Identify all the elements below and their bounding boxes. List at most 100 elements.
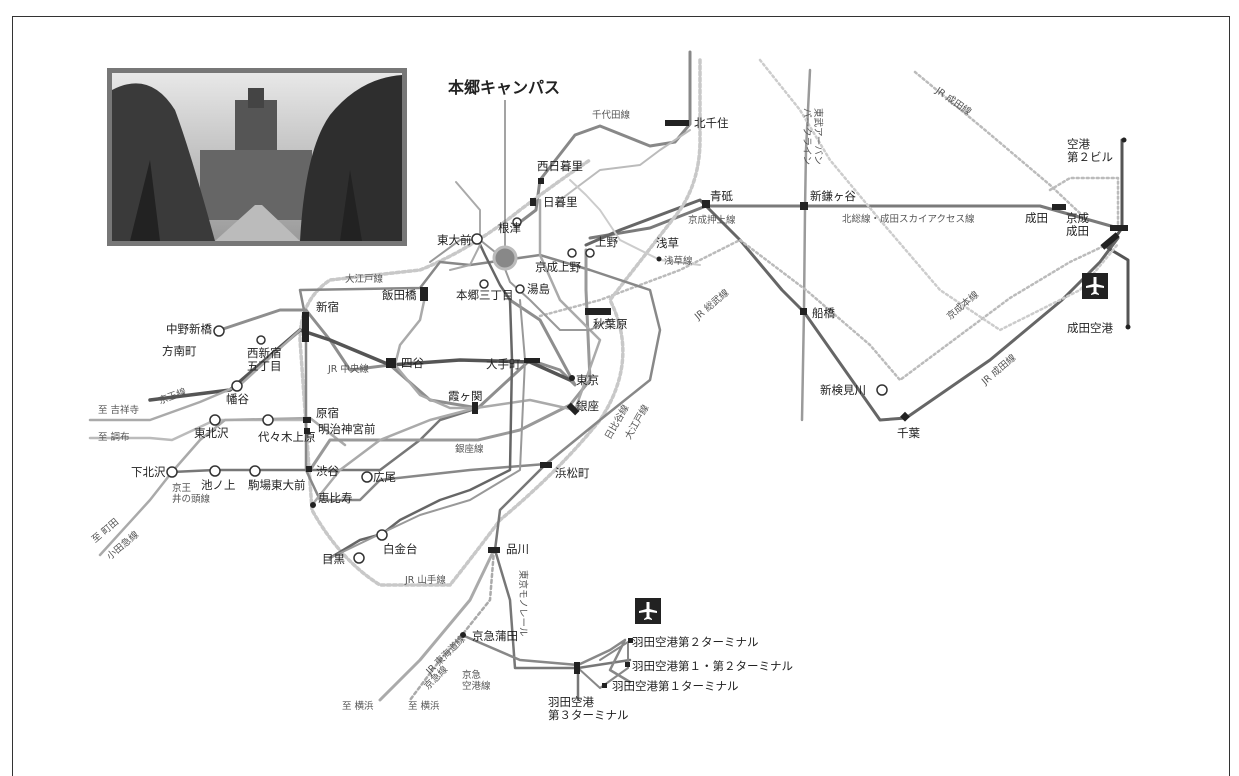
campus-title: 本郷キャンパス [448,78,560,97]
station-higashi-kitazawa: 東北沢 [194,426,229,440]
line-monorail: 東京モノレール [517,570,529,637]
station-hatagaya: 幡谷 [226,392,249,406]
line-jr-narita-bottom: JR 成田線 [978,351,1018,387]
route-jr-sobu [538,238,1110,382]
route-jr-narita-top [913,70,1087,220]
station-airport-t2: 空港第２ビル [1067,137,1113,164]
line-jr-sobu: JR 総武線 [691,286,731,322]
station-haneda-t12: 羽田空港第１・第２ターミナル [632,659,793,673]
station-shirokanedai: 白金台 [383,542,418,556]
station-honancho: 方南町 [162,344,197,358]
station-kitasenju: 北千住 [694,116,729,130]
campus-photo [107,68,407,246]
station-shinkemigawa: 新検見川 [820,383,866,397]
station-shinagawa: 品川 [506,542,529,556]
station-aoto: 青砥 [710,189,733,203]
station-shinkamagaya: 新鎌ヶ谷 [810,189,856,203]
dest-yokohama-jr: 至 横浜 [342,700,374,712]
line-asakusa: 浅草線 [664,255,693,267]
route-narita-spur [1106,138,1130,327]
route-jr-tokaido [378,548,496,702]
station-yoyogi-uehara: 代々木上原 [258,430,316,444]
station-ikenoue: 池ノ上 [201,478,236,492]
line-keikyu-airport: 京急空港線 [462,669,491,692]
dest-yokohama-keikyu: 至 横浜 [408,700,440,712]
line-jr-narita-top: JR 成田線 [932,84,974,118]
route-misc-center-2 [559,129,691,201]
station-otemachi: 大手町 [486,357,521,371]
station-haneda-t1: 羽田空港第１ターミナル [612,679,739,693]
station-ginza: 銀座 [576,399,599,413]
station-meiji-jingumae: 明治神宮前 [318,422,376,436]
dest-chofu: 至 調布 [98,431,130,443]
station-shinjuku: 新宿 [316,300,339,314]
station-keisei-narita: 京成成田 [1066,211,1089,238]
line-keisei-main: 京成本線 [944,288,981,322]
airplane-icon [635,598,661,624]
route-misc-center-3 [569,179,701,266]
line-tobu-urban-park: 東武アーバンパークライン [801,108,824,165]
route-nanboku-center [429,239,611,331]
station-hiroo: 広尾 [373,470,396,484]
route-keio [88,328,302,422]
station-markers-open [166,217,888,564]
campus-marker [492,100,518,271]
station-hongo-sanchome: 本郷三丁目 [456,288,514,302]
route-jr-chuo [148,328,572,402]
station-komaba-todaimae: 駒場東大前 [248,478,306,492]
station-yushima: 湯島 [527,282,550,296]
station-narita-airport: 成田空港 [1067,321,1113,335]
line-keisei-oshiage: 京成押上線 [688,214,736,226]
station-nippori: 日暮里 [543,195,578,209]
destination-labels: 至 吉祥寺 至 調布 至 町田 至 横浜 至 横浜 [90,404,440,712]
station-yotsuya: 四谷 [401,356,424,370]
route-ginza [308,248,592,472]
station-narita: 成田 [1025,211,1048,225]
station-shibuya: 渋谷 [316,464,339,478]
station-todaimae: 東大前 [437,233,472,247]
line-chiyoda: 千代田線 [592,109,631,121]
station-funabashi: 船橋 [812,306,835,320]
route-keikyu [408,548,496,702]
route-narita-jr [1048,176,1120,230]
station-tokyo: 東京 [576,373,599,387]
station-nishinippori: 西日暮里 [537,159,583,173]
airplane-icon [1082,273,1108,299]
route-misc-center [449,181,481,271]
line-keio-inokashira: 京王井の頭線 [172,482,211,505]
line-jr-yamanote: JR 山手線 [404,574,446,586]
line-hokuso-skyaccess: 北総線・成田スカイアクセス線 [842,213,975,225]
line-keio: 京王線 [157,386,188,407]
station-markers [302,120,1131,688]
line-ginza: 銀座線 [455,443,484,455]
station-keikyu-kamata: 京急蒲田 [472,629,518,643]
map-frame [12,16,1230,776]
route-chiyoda [513,50,692,228]
station-kasumigaseki: 霞ヶ関 [448,389,483,403]
station-asakusa: 浅草 [656,236,679,250]
route-oedo [298,253,662,502]
route-keikyu-airport [460,633,632,684]
station-iidabashi: 飯田橋 [382,288,417,302]
station-haneda-t3: 羽田空港第３ターミナル [548,695,629,722]
station-ebisu: 恵比寿 [318,491,353,505]
station-ueno: 上野 [595,235,618,249]
line-jr-chuo: JR 中央線 [327,363,369,375]
route-inokashira [170,406,480,474]
dest-kichijoji: 至 吉祥寺 [98,404,140,416]
station-meguro: 目黒 [322,552,345,566]
station-harajuku: 原宿 [316,406,339,420]
station-akihabara: 秋葉原 [593,317,628,331]
route-hibiya [310,198,602,507]
station-hamamatsucho: 浜松町 [555,466,590,480]
dest-machida: 至 町田 [90,517,121,546]
station-nishishinjuku-gochome: 西新宿五丁目 [247,346,282,373]
route-jr-sobu-2 [758,58,1120,332]
station-keisei-ueno: 京成上野 [535,260,581,274]
station-nakano-shimbashi: 中野新橋 [166,322,212,336]
station-shimokitazawa: 下北沢 [131,465,166,479]
station-labels: 北千住 西日暮里 日暮里 根津 東大前 京成上野 上野 浅草 青砥 新鎌ヶ谷 成… [131,116,1113,722]
station-nezu: 根津 [498,221,521,235]
station-haneda-t2: 羽田空港第２ターミナル [632,635,759,649]
